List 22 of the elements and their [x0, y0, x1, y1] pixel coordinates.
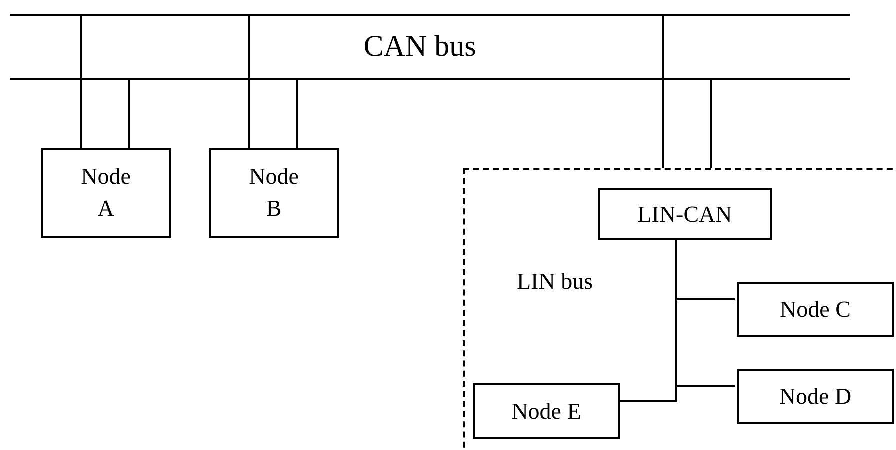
node-label: Node D — [779, 385, 852, 408]
node-label: CAN bus — [364, 32, 476, 62]
node-box — [737, 282, 894, 337]
connector-line — [248, 14, 250, 148]
node-label: LIN-CAN — [638, 202, 732, 226]
node-label: Node C — [780, 298, 851, 321]
node-label: LIN bus — [517, 270, 594, 293]
node-label: Node E — [512, 400, 582, 422]
node-box — [598, 188, 772, 240]
connector-line — [710, 80, 712, 168]
node-box — [41, 148, 171, 238]
connector-line — [296, 80, 298, 148]
node-box — [737, 369, 894, 424]
connector-line — [80, 14, 82, 148]
bus-band — [10, 14, 850, 80]
connector-line — [128, 80, 130, 148]
node-box — [209, 148, 339, 238]
connector-line — [662, 14, 664, 168]
node-box — [473, 383, 620, 439]
node-label: Node B — [248, 163, 300, 223]
node-label: Node A — [80, 163, 132, 223]
dashed-region — [463, 168, 896, 450]
